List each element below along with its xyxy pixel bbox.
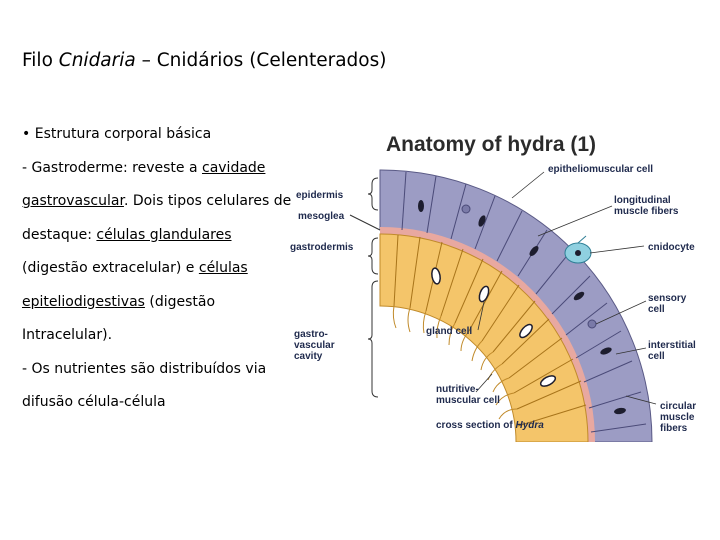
gastrodermal-projections	[392, 305, 518, 420]
label-longitudinal-2: muscle fibers	[614, 206, 679, 217]
paragraph-nutrientes: - Os nutrientes são distribuídos via dif…	[22, 360, 267, 411]
label-cavity-2: vascular	[294, 340, 335, 351]
label-circular-2: muscle	[660, 412, 695, 423]
label-sensory-2: cell	[648, 304, 665, 315]
label-cnidocyte: cnidocyte	[648, 242, 695, 253]
cnidocyte-cell	[564, 235, 592, 264]
gastrodermal-cell-borders	[393, 234, 587, 427]
label-circular-1: circular	[660, 401, 696, 412]
label-mesoglea: mesoglea	[298, 211, 345, 222]
slide-title: Filo Cnidaria – Cnidários (Celenterados)	[22, 50, 387, 71]
gastrodermal-nuclei	[431, 267, 557, 387]
label-interstitial-1: interstitial	[648, 340, 696, 351]
left-labels: epidermis mesoglea gastrodermis gastro- …	[290, 190, 354, 362]
bullet-text: Estrutura corporal básica	[34, 126, 212, 142]
left-brackets	[349, 177, 381, 398]
label-gland-cell: gland cell	[426, 326, 472, 337]
label-nutritive-1: nutritive-	[436, 384, 479, 395]
slide-body-text: • Estrutura corporal básica - Gastroderm…	[22, 118, 292, 420]
label-circular-3: fibers	[660, 423, 688, 434]
label-cavity-3: cavity	[294, 351, 323, 362]
bullet-marker: •	[22, 126, 31, 142]
label-gastrodermis: gastrodermis	[290, 242, 354, 253]
figure-title: Anatomy of hydra (1)	[386, 133, 596, 156]
right-leader-lines	[475, 171, 657, 405]
epidermal-cell-borders	[401, 171, 647, 433]
label-longitudinal-1: longitudinal	[614, 195, 671, 206]
paragraph-gastroderme: - Gastroderme: reveste a cavidade gastro…	[22, 159, 292, 344]
inner-labels: gland cell nutritive- muscular cell cros…	[426, 326, 544, 431]
epidermal-nuclei	[418, 200, 626, 415]
hydra-cross-section	[379, 169, 653, 442]
sensory-cell-shape	[587, 319, 597, 329]
right-labels: epitheliomuscular cell longitudinal musc…	[548, 164, 696, 434]
figure-caption: cross section of Hydra	[436, 420, 544, 431]
label-nutritive-2: muscular cell	[436, 395, 500, 406]
bullet-item: • Estrutura corporal básica	[22, 118, 292, 152]
hydra-anatomy-figure: Anatomy of hydra (1)	[286, 126, 720, 442]
label-sensory-1: sensory	[648, 293, 687, 304]
label-epidermis: epidermis	[296, 190, 344, 201]
interstitial-cell-shape	[461, 204, 471, 214]
label-cavity-1: gastro-	[294, 329, 328, 340]
label-interstitial-2: cell	[648, 351, 665, 362]
label-epitheliomuscular-cell: epitheliomuscular cell	[548, 164, 653, 175]
